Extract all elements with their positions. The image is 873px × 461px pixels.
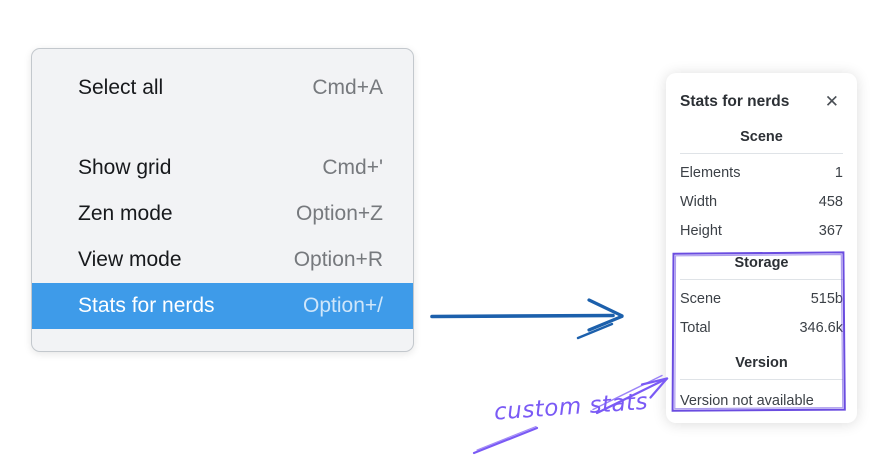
section-divider [680,279,843,280]
stat-row-elements: Elements 1 [680,164,843,183]
stat-row-total-storage: Total 346.6k [680,319,843,338]
close-icon[interactable]: ✕ [821,91,843,112]
menu-item-label: View mode [78,248,182,271]
stat-value: 346.6k [799,320,843,336]
stat-value: 515b [810,291,843,307]
menu-item-label: Show grid [78,156,172,179]
menu-item-select-all[interactable]: Select all Cmd+A [32,65,413,111]
stat-value: 367 [818,223,843,239]
stat-value: 458 [818,194,843,210]
menu-item-zen-mode[interactable]: Zen mode Option+Z [32,191,413,237]
stat-label: Height [680,223,722,239]
blue-arrow [430,298,624,340]
section-divider [680,153,843,154]
menu-section-bottom: Show grid Cmd+' Zen mode Option+Z View m… [32,127,413,351]
section-heading: Version [735,355,788,371]
menu-item-shortcut: Option+Z [296,202,383,225]
menu-item-shortcut: Cmd+A [312,76,383,99]
stat-row-height: Height 367 [680,222,843,241]
stat-label: Total [680,320,711,336]
menu-item-label: Select all [78,76,164,99]
stats-panel-title: Stats for nerds [680,92,790,110]
stat-value: 1 [834,165,843,181]
stats-panel-header: Stats for nerds ✕ [680,91,843,112]
stat-label: Width [680,194,718,210]
stats-section-scene: Scene Elements 1 Width 458 Height 367 [680,129,843,241]
stat-row-scene-storage: Scene 515b [680,290,843,309]
menu-item-show-grid[interactable]: Show grid Cmd+' [32,145,413,191]
section-heading: Storage [734,255,789,271]
stat-label: Scene [680,291,722,307]
section-heading: Scene [740,129,783,145]
stats-panel: Stats for nerds ✕ Scene Elements 1 Width… [666,73,857,423]
menu-item-shortcut: Option+R [293,248,383,271]
menu-item-label: Zen mode [78,202,173,225]
stat-label: Elements [680,165,741,181]
annotation-custom-stats: custom stats [493,388,649,426]
menu-item-shortcut: Cmd+' [322,156,383,179]
stats-section-version: Version Version not available [680,355,843,411]
context-menu: Select all Cmd+A Show grid Cmd+' Zen mod… [31,48,414,352]
menu-item-view-mode[interactable]: View mode Option+R [32,237,413,283]
version-note: Version not available [680,393,814,409]
menu-item-stats-for-nerds[interactable]: Stats for nerds Option+/ [32,283,413,329]
stat-row-width: Width 458 [680,193,843,212]
stats-section-storage: Storage Scene 515b Total 346.6k [680,255,843,338]
menu-item-shortcut: Option+/ [303,294,383,317]
section-divider [680,379,843,380]
menu-section-top: Select all Cmd+A [32,49,413,127]
menu-item-label: Stats for nerds [78,294,215,317]
